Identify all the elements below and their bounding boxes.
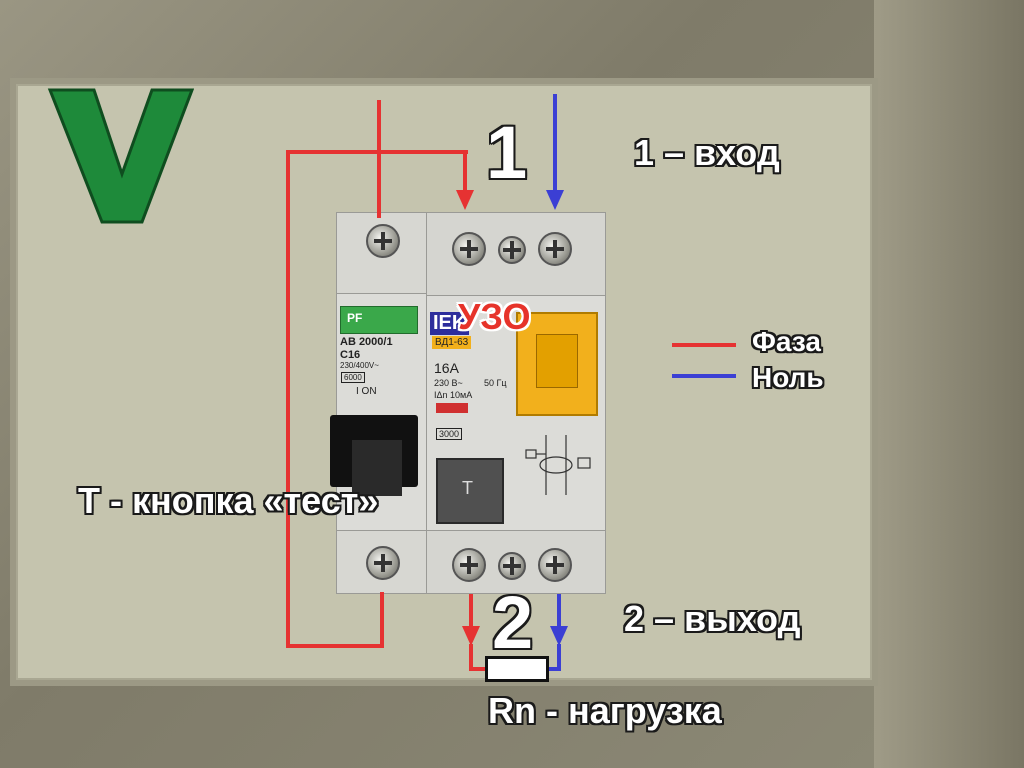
rcd-toggle-slot (536, 334, 578, 388)
breaker-model: АВ 2000/1 (340, 336, 393, 348)
load-neutral-wire (557, 644, 561, 670)
rcd-top-screw-middle (498, 236, 526, 264)
load-phase-connect (469, 667, 487, 671)
breaker-brand: PF (347, 311, 363, 325)
breaker-on-label: I ON (356, 386, 377, 397)
rcd-leak-current: IΔn 10мА (434, 390, 473, 400)
rcd-input-phase-arrow (456, 190, 474, 210)
load-resistor (485, 656, 549, 682)
rcd-bottom-screw-neutral (538, 548, 572, 582)
rcd-top-screw-neutral (538, 232, 572, 266)
legend-phase-label: Фаза (752, 326, 821, 357)
rcd-input-neutral-wire (553, 94, 557, 192)
rcd-input-neutral-arrow (546, 190, 564, 210)
rcd-red-indicator (436, 403, 468, 413)
rcd-frequency: 50 Гц (484, 378, 507, 388)
terminal-top-number: 1 (486, 111, 528, 194)
rcd-test-button[interactable]: T (436, 458, 504, 524)
rcd-output-phase-wire (469, 594, 473, 628)
load-phase-wire (469, 644, 473, 670)
load-neutral-connect (547, 667, 561, 671)
legend-neutral-label: Ноль (752, 362, 824, 393)
legend-neutral-line (672, 374, 736, 378)
rcd-test-key: T (462, 478, 473, 498)
terminal-bottom-number: 2 (492, 581, 534, 664)
rcd-voltage: 230 В~ (434, 378, 463, 388)
breaker-bottom-screw (366, 546, 400, 580)
rcd-schematic-icon (525, 435, 591, 495)
rcd-output-neutral-wire (557, 594, 561, 628)
frame-bevel (874, 0, 1024, 768)
uzo-label: УЗО (458, 296, 531, 337)
rcd-brand: IEK (430, 312, 470, 335)
loop-phase-wire-bottom (286, 644, 384, 648)
breaker-voltage: 230/400V~ (340, 361, 379, 370)
breaker-output-phase-wire (380, 592, 384, 648)
rcd-input-phase-wire (463, 150, 467, 192)
rcd-top-screw-phase (452, 232, 486, 266)
loop-phase-wire-left (286, 150, 290, 646)
breaker-toggle-slot (352, 440, 402, 496)
loop-phase-wire-top (286, 150, 468, 154)
load-label: Rn - нагрузка (488, 690, 722, 731)
rcd-current: 16А (434, 360, 459, 376)
output-label: 2 – выход (624, 598, 801, 639)
rcd-output-neutral-arrow (550, 626, 568, 646)
input-label: 1 – вход (634, 132, 780, 173)
breaker-rating: C16 (340, 349, 361, 361)
rcd-bottom-screw-middle (498, 552, 526, 580)
legend-phase-line (672, 343, 736, 347)
test-button-label: Т - кнопка «тест» (78, 480, 379, 521)
rcd-bottom-screw-phase (452, 548, 486, 582)
check-mark-icon (47, 88, 194, 224)
rcd-class: 3000 (436, 428, 463, 440)
breaker-brand-badge: PF (340, 306, 418, 334)
rcd-model: ВД1-63 (432, 336, 472, 349)
breaker-input-phase-wire (377, 100, 381, 218)
rcd-output-phase-arrow (462, 626, 480, 646)
breaker-breaking-capacity: 6000 (341, 372, 365, 383)
breaker-top-screw (366, 224, 400, 258)
